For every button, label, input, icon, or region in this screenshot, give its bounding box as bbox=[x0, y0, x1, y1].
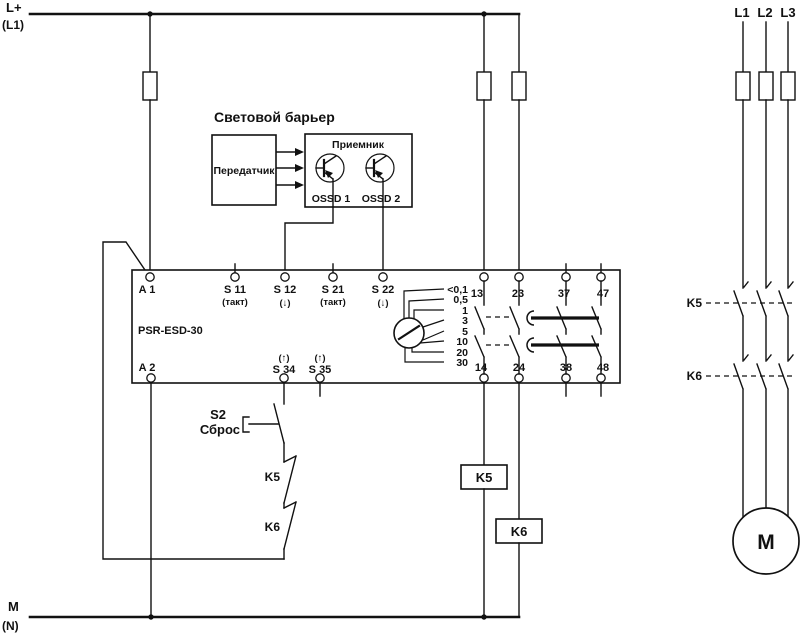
terminal-s11-sub: (такт) bbox=[222, 297, 248, 308]
terminal-13-label: 13 bbox=[471, 288, 483, 300]
fuse-icon bbox=[735, 71, 751, 101]
a1-supply-wire bbox=[142, 13, 158, 273]
terminal-s12-sub: (↓) bbox=[279, 298, 290, 309]
k5-main-contacts-icon: K5 bbox=[687, 296, 793, 310]
terminal-48-label: 48 bbox=[597, 362, 609, 374]
ossd1-label: OSSD 1 bbox=[312, 193, 351, 205]
terminals-bottom bbox=[146, 373, 606, 383]
reset-feedback-loop: S2 Сброс K5 K6 bbox=[102, 241, 297, 560]
light-beam-arrows-icon bbox=[276, 148, 304, 189]
terminal-s21-label: S 21 bbox=[322, 284, 345, 296]
safety-contacts-delayed-icon bbox=[526, 280, 602, 375]
terminal-47-label: 47 bbox=[597, 288, 609, 300]
ossd1-transistor-icon bbox=[315, 153, 345, 208]
ossd2-transistor-icon bbox=[365, 153, 395, 208]
terminal-14-label: 14 bbox=[475, 362, 488, 374]
bottom-terminal-stubs bbox=[319, 382, 602, 397]
phase-wire bbox=[778, 21, 796, 518]
terminal-s35-label: S 35 bbox=[309, 364, 332, 376]
fuse-icon bbox=[758, 71, 774, 101]
dial-value: 10 bbox=[456, 336, 468, 348]
relay-model-label: PSR-ESD-30 bbox=[138, 325, 203, 337]
terminal-s21-sub: (такт) bbox=[320, 297, 346, 308]
supply-rail-top: L+ (L1) bbox=[2, 0, 521, 32]
k6-nc-contact-icon bbox=[283, 501, 297, 550]
terminal-s35-sub: (↑) bbox=[314, 353, 325, 364]
terminal-37-label: 37 bbox=[558, 288, 570, 300]
k6-nc-label: K6 bbox=[265, 520, 281, 534]
k6-coil-label: K6 bbox=[511, 524, 528, 539]
phase-l1-label: L1 bbox=[734, 5, 749, 20]
dial-value: 30 bbox=[456, 357, 468, 369]
terminal-s12-label: S 12 bbox=[274, 284, 297, 296]
terminal-s34-label: S 34 bbox=[273, 364, 297, 376]
fuse-icon bbox=[142, 71, 158, 101]
output-supply-wires bbox=[476, 13, 527, 273]
phase-wire bbox=[756, 21, 774, 509]
safety-contacts-instant-icon bbox=[474, 280, 520, 375]
supply-rail-bottom: M (N) bbox=[2, 599, 521, 633]
transmitter-box bbox=[211, 134, 277, 206]
reset-pushbutton-icon bbox=[242, 416, 279, 433]
terminal-23-label: 23 bbox=[512, 288, 524, 300]
motor-circle-icon bbox=[732, 507, 800, 575]
ossd2-label: OSSD 2 bbox=[362, 193, 401, 205]
safety-relay-module: PSR-ESD-30 A 1 S 11 (такт) S 12 (↓) S 21… bbox=[131, 263, 621, 397]
dial-value: 3 bbox=[462, 315, 468, 327]
dial-value: <0,1 bbox=[447, 284, 468, 296]
terminal-a2-label: A 2 bbox=[139, 362, 156, 374]
phase-l2-label: L2 bbox=[757, 5, 772, 20]
ossd1-wire bbox=[284, 206, 334, 273]
k6-main-contacts-icon: K6 bbox=[687, 369, 793, 383]
k5-coil-label: K5 bbox=[476, 470, 493, 485]
receiver-label: Приемник bbox=[332, 139, 385, 151]
motor-label: M bbox=[757, 531, 775, 554]
rail-lplus-sub: (L1) bbox=[2, 18, 24, 32]
motor: M bbox=[732, 507, 800, 575]
dial-slot-icon bbox=[397, 324, 421, 341]
fuse-icon bbox=[511, 71, 527, 101]
terminal-s22-label: S 22 bbox=[372, 284, 395, 296]
dial-value: 0,5 bbox=[453, 294, 468, 306]
phase-l3-label: L3 bbox=[780, 5, 795, 20]
k5-nc-label: K5 bbox=[265, 470, 281, 484]
k6-coil-box bbox=[495, 518, 543, 544]
terminal-s22-sub: (↓) bbox=[377, 298, 388, 309]
terminal-s34-sub: (↑) bbox=[278, 353, 289, 364]
contactor-coil-k5: K5 bbox=[460, 382, 508, 618]
rail-lplus-label: L+ bbox=[6, 0, 22, 15]
k5-contact-label: K5 bbox=[687, 296, 703, 310]
transmitter-label: Передатчик bbox=[213, 165, 275, 177]
fuse-icon bbox=[780, 71, 796, 101]
terminal-s11-label: S 11 bbox=[224, 284, 246, 296]
light-barrier-title: Световой барьер bbox=[214, 109, 335, 125]
top-terminal-stubs bbox=[234, 263, 602, 273]
k5-nc-contact-icon bbox=[283, 455, 297, 504]
delay-timer-dial: <0,1 0,5 1 3 5 10 20 30 bbox=[393, 284, 468, 369]
dial-value: 1 bbox=[462, 305, 468, 317]
fuse-icon bbox=[476, 71, 492, 101]
rail-m-sub: (N) bbox=[2, 619, 19, 633]
dial-value: 5 bbox=[462, 326, 468, 338]
phase-wire bbox=[733, 21, 751, 518]
terminal-a1-label: A 1 bbox=[139, 284, 156, 296]
reset-button-label: S2 bbox=[210, 407, 226, 422]
contactor-coil-k6: K6 bbox=[495, 382, 543, 618]
reset-button-sublabel: Сброс bbox=[200, 422, 240, 437]
light-barrier: Световой барьер Передатчик Приемник bbox=[211, 109, 413, 273]
rail-m-label: M bbox=[8, 599, 19, 614]
relay-outline bbox=[131, 269, 621, 384]
dial-value: 20 bbox=[456, 347, 468, 359]
three-phase-branch: L1 L2 L3 K5 K6 M bbox=[687, 5, 800, 575]
k6-contact-label: K6 bbox=[687, 369, 703, 383]
terminals-top bbox=[145, 272, 606, 282]
